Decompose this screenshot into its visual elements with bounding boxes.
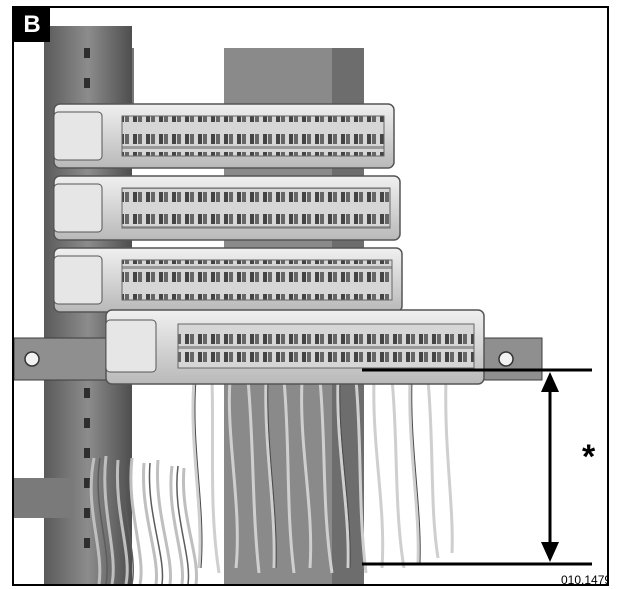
reference-code: 010.1479 <box>561 573 609 586</box>
panel-label: B <box>14 8 50 42</box>
wiring-block-4 <box>105 309 485 385</box>
figure-frame: B * 010.1479 <box>12 6 609 586</box>
wiring-block-photo <box>14 26 592 584</box>
dimension-marker: * <box>582 438 596 476</box>
wiring-block-2 <box>53 175 401 241</box>
arrow-head-up <box>541 372 559 392</box>
arrow-head-down <box>541 542 559 562</box>
jumper-wires <box>191 379 454 574</box>
wire-bundle <box>89 455 199 584</box>
wiring-block-1 <box>53 103 395 169</box>
wiring-block-3 <box>53 247 403 313</box>
